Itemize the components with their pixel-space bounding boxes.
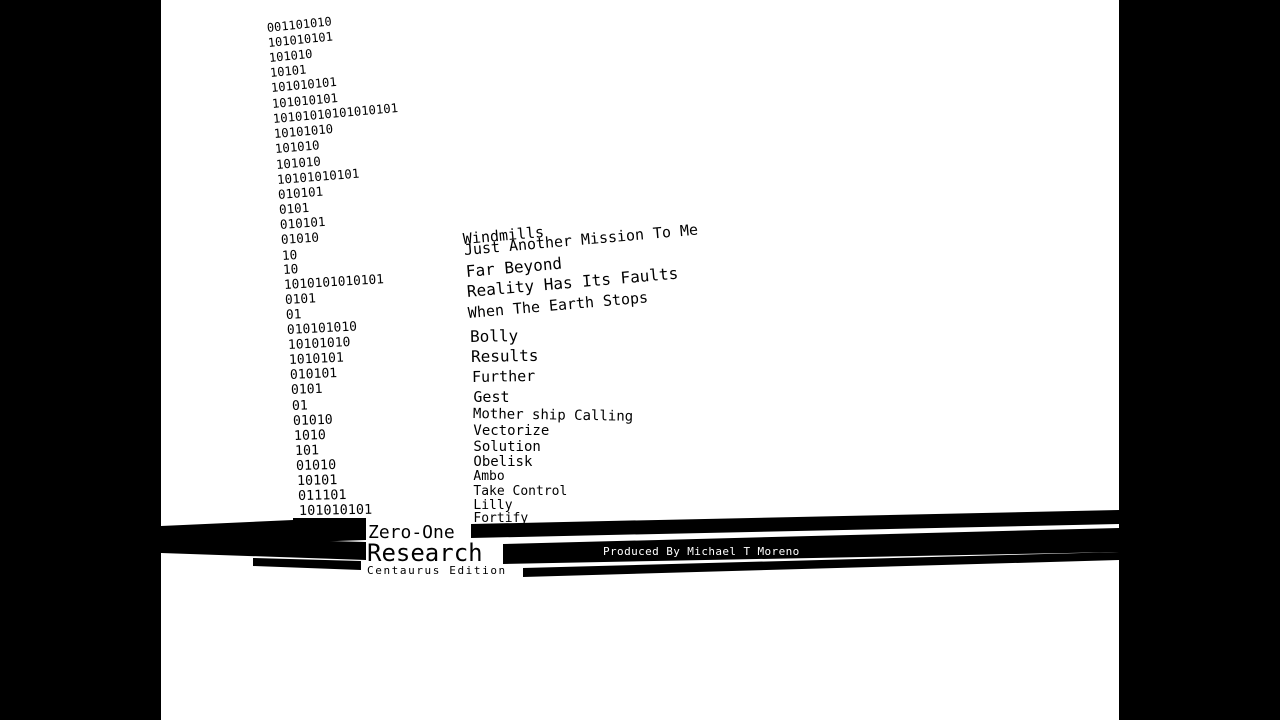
producer-credit: Produced By Michael T Moreno <box>603 545 800 558</box>
band-middle-right <box>503 528 1119 564</box>
band-middle-left <box>161 536 366 560</box>
track-title: Take Control <box>473 484 568 499</box>
logo-research: Research <box>367 539 483 567</box>
track-title: Fortify <box>473 511 529 526</box>
logo-zero-one: Zero-One <box>368 522 455 543</box>
track-title: Gest <box>473 388 510 406</box>
band-lower-right <box>523 552 1119 577</box>
track-title: Obelisk <box>473 454 533 470</box>
track-title: Lilly <box>473 498 513 513</box>
track-title: Vectorize <box>473 423 550 439</box>
track-title: Ambo <box>473 469 505 484</box>
logo-edition: Centaurus Edition <box>367 564 507 577</box>
band-lower-left <box>253 558 361 570</box>
black-swoosh-bands <box>161 510 1119 577</box>
band-logo-block <box>293 518 366 536</box>
track-title: Solution <box>473 439 541 455</box>
band-top-right <box>471 510 1119 538</box>
